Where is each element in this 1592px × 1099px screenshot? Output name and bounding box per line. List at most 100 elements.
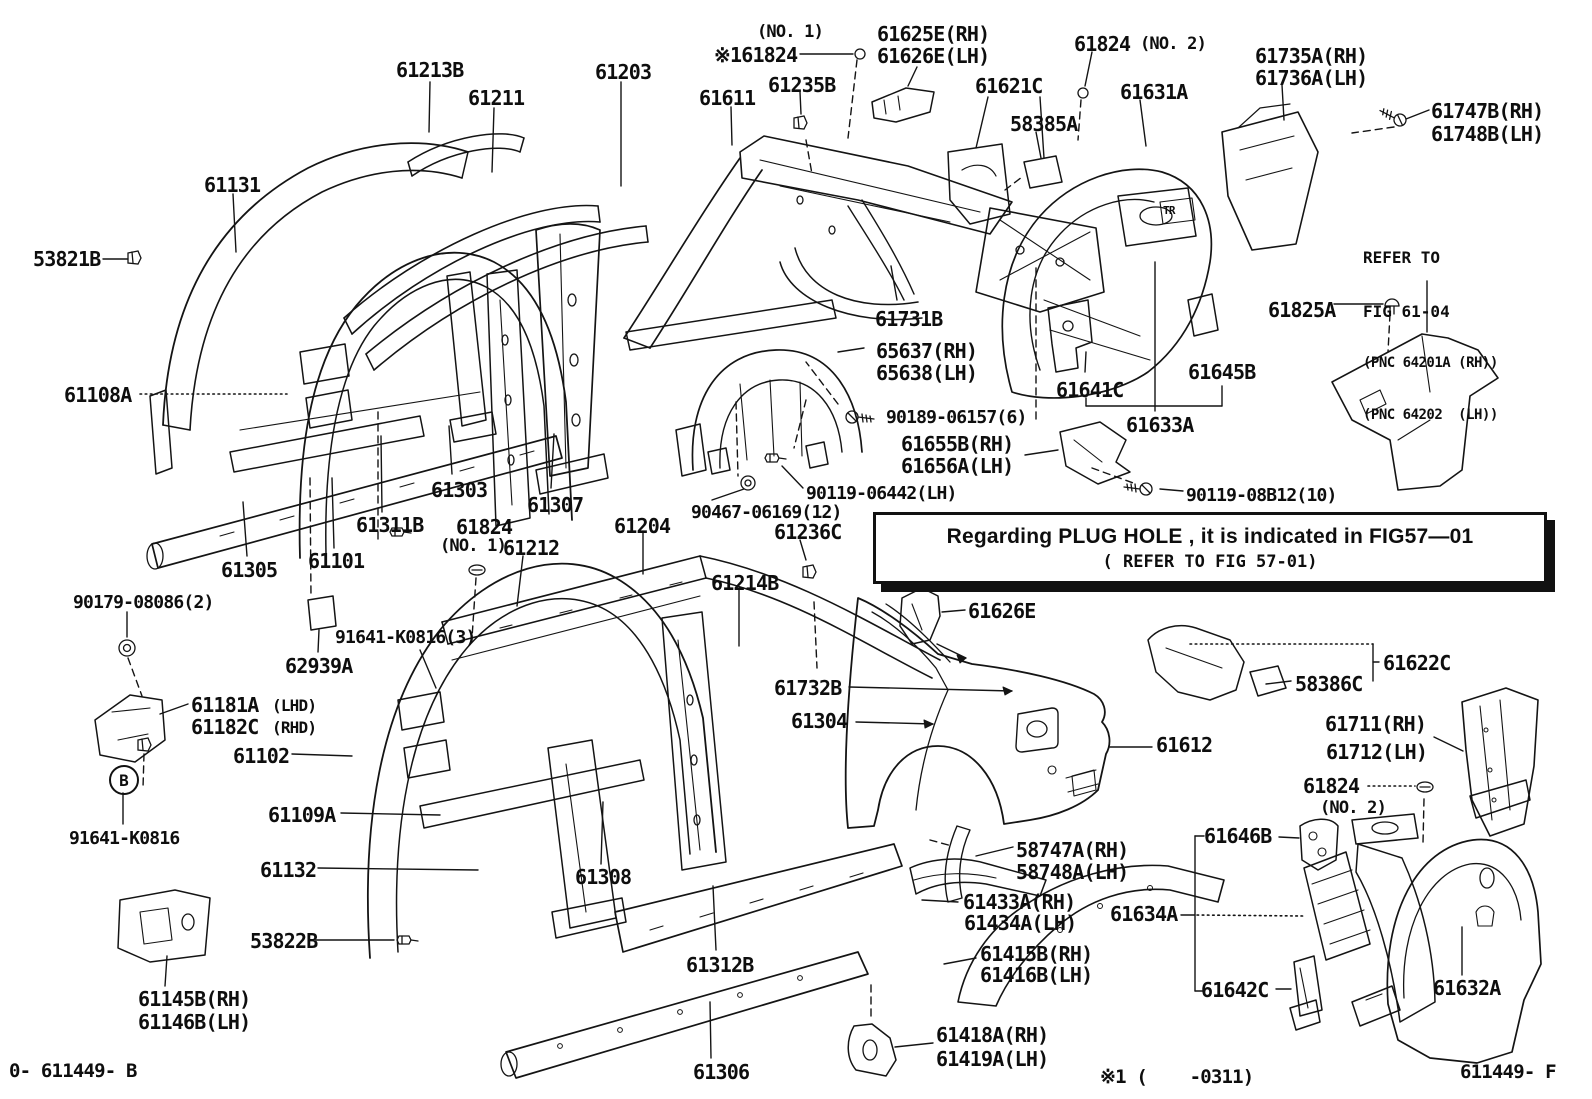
refer-note-line1: REFER TO xyxy=(1363,247,1441,267)
line-art xyxy=(451,595,701,661)
line-art xyxy=(1015,707,1059,753)
line-art xyxy=(159,703,189,715)
line-art xyxy=(419,759,645,829)
part-label-61101: 61101 xyxy=(308,549,365,573)
line-art xyxy=(339,498,355,504)
line-art xyxy=(619,594,633,599)
line-art xyxy=(1281,84,1285,121)
line-art xyxy=(899,587,941,645)
plug-icon xyxy=(1416,781,1434,793)
line-art xyxy=(848,686,1013,692)
line-art xyxy=(164,955,168,987)
line-art xyxy=(1004,176,1023,191)
washer-icon xyxy=(740,475,756,491)
line-art xyxy=(645,225,649,243)
line-art xyxy=(883,99,887,115)
part-label-61824: 61824 xyxy=(1074,32,1131,56)
line-art xyxy=(1159,197,1196,225)
line-art xyxy=(1359,389,1387,415)
line-art xyxy=(1084,51,1093,87)
line-art xyxy=(1139,99,1147,147)
part-label-61645b: 61645B xyxy=(1188,360,1256,384)
line-art xyxy=(947,143,1011,225)
line-art xyxy=(1049,329,1151,361)
line-art xyxy=(1084,351,1087,373)
screw-icon xyxy=(1123,482,1153,496)
part-label-61631a: 61631A xyxy=(1120,80,1188,104)
line-art xyxy=(139,907,173,945)
line-art xyxy=(837,347,865,353)
line-art xyxy=(936,643,967,659)
line-art xyxy=(894,1042,934,1048)
part-label-53822b: 53822B xyxy=(250,929,318,953)
part-label-9011906442lh: 90119-06442(LH) xyxy=(806,483,957,504)
line-art xyxy=(365,225,647,355)
line-art xyxy=(1221,111,1319,251)
line-art xyxy=(691,349,863,471)
part-label-58748alh: 58748A(LH) xyxy=(1016,860,1129,884)
refer-note-line2: FIG 61-04 xyxy=(1363,301,1450,321)
line-art xyxy=(1077,99,1082,141)
line-art xyxy=(317,629,320,653)
part-label-61433arh: 61433A(RH) xyxy=(963,890,1076,914)
line-art xyxy=(446,271,487,427)
line-art xyxy=(1351,985,1401,1027)
line-art xyxy=(911,603,923,631)
line-art xyxy=(519,450,535,456)
line-art xyxy=(871,611,949,811)
line-art xyxy=(407,161,413,177)
line-art xyxy=(597,205,601,223)
line-art xyxy=(1351,126,1395,134)
part-label-58385a: 58385A xyxy=(1010,112,1078,136)
line-art xyxy=(299,343,350,385)
line-art xyxy=(1311,869,1353,885)
part-label-904670616912: 90467-06169(12) xyxy=(691,502,842,523)
line-art xyxy=(861,199,915,295)
line-art xyxy=(343,204,599,319)
refer-to-fig-note: REFER TO FIG 61-04 (PNC 64201A (RH)) (PN… xyxy=(1363,213,1498,459)
line-art xyxy=(1029,198,1155,371)
line-art xyxy=(769,379,775,457)
part-label-61641c: 61641C xyxy=(1056,378,1124,402)
line-art xyxy=(1047,299,1093,373)
line-art xyxy=(1329,929,1371,945)
line-art xyxy=(793,399,807,449)
line-art xyxy=(557,1043,563,1049)
part-label-61731b: 61731B xyxy=(875,307,943,331)
line-art xyxy=(699,555,941,661)
line-art xyxy=(486,269,531,527)
part-label-61211: 61211 xyxy=(468,86,525,110)
line-art xyxy=(705,577,933,679)
line-art xyxy=(1491,797,1497,803)
line-art xyxy=(1001,168,1213,399)
bolt-icon xyxy=(764,453,787,463)
part-label-161824: ※161824 xyxy=(714,43,798,67)
line-art xyxy=(1057,927,1063,933)
part-label-lhd: (LHD) xyxy=(272,696,317,715)
line-art xyxy=(279,515,295,521)
line-art xyxy=(1002,686,1013,696)
line-art xyxy=(686,694,694,706)
line-art xyxy=(623,157,741,339)
line-art xyxy=(1023,155,1063,189)
part-label-61747brh: 61747B(RH) xyxy=(1431,99,1544,123)
part-label-61824: 61824 xyxy=(1303,774,1360,798)
part-label-61236c: 61236C xyxy=(774,520,842,544)
line-art xyxy=(309,477,312,598)
line-art xyxy=(897,95,901,111)
line-art xyxy=(923,719,934,729)
line-art xyxy=(957,864,1225,1007)
part-label-61711rh: 61711(RH) xyxy=(1325,712,1427,736)
part-label-58747arh: 58747A(RH) xyxy=(1016,838,1129,862)
line-art xyxy=(232,193,237,253)
line-art xyxy=(565,763,587,913)
line-art xyxy=(441,621,449,645)
part-label-61109a: 61109A xyxy=(268,803,336,827)
line-art xyxy=(1165,647,1223,669)
part-label-61213b: 61213B xyxy=(396,58,464,82)
line-art xyxy=(1355,843,1436,1023)
part-label-61642c: 61642C xyxy=(1201,978,1269,1002)
line-art xyxy=(1371,821,1399,835)
